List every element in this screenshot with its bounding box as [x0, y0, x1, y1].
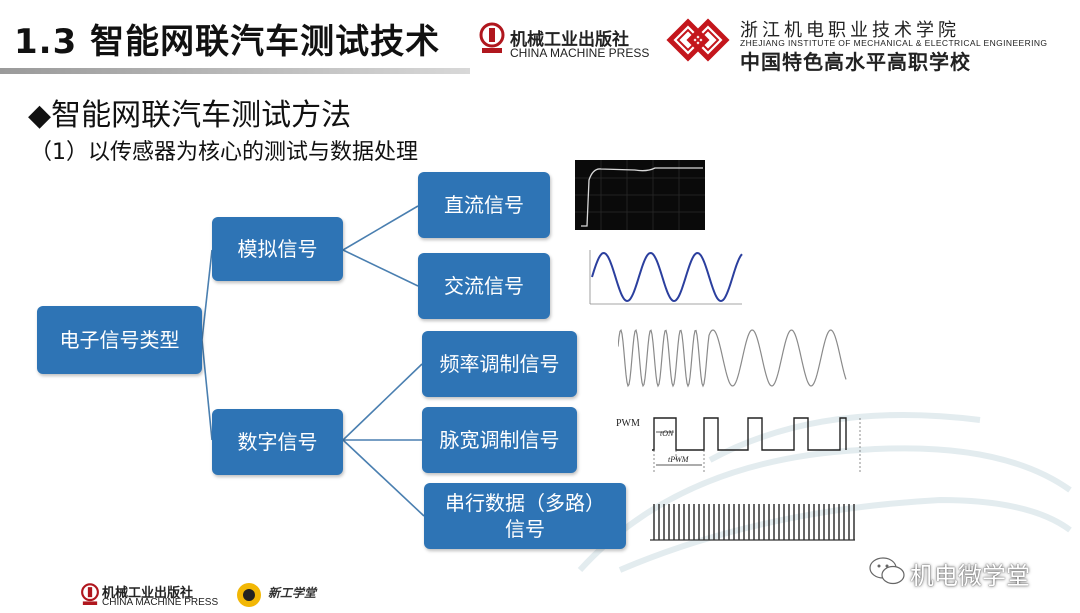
header-bar	[0, 0, 1080, 80]
press-name-cn: 机械工业出版社	[510, 30, 629, 50]
school-name-calligraphy: 浙江机电职业技术学院	[740, 20, 960, 41]
footer-press-logo-icon	[80, 582, 100, 612]
node-analog-signal: 模拟信号	[212, 217, 343, 281]
car-outline-background	[577, 412, 1072, 573]
section-heading: ◆智能网联汽车测试方法	[28, 98, 352, 133]
press-logo-icon	[478, 22, 506, 60]
node-serial-multiplex-signal: 串行数据（多路）信号	[424, 483, 626, 549]
title-underline	[0, 68, 470, 74]
connector-root-analog	[201, 249, 213, 341]
tpwm-label: tPWM	[668, 455, 690, 464]
pwm-label: PWM	[616, 418, 640, 429]
slide-title: 1.3 智能网联汽车测试技术	[14, 22, 441, 62]
footer-press-name-en: CHINA MACHINE PRESS	[102, 597, 219, 608]
press-name-en: CHINA MACHINE PRESS	[510, 46, 650, 60]
node-dc-signal: 直流信号	[418, 172, 550, 238]
connector-digital-serial	[342, 439, 425, 517]
connector-analog-ac	[342, 249, 419, 287]
node-pwm-signal: 脉宽调制信号	[422, 407, 577, 473]
connector-root-digital	[201, 339, 213, 441]
ac-waveform-thumbnail	[589, 250, 743, 305]
node-electronic-signal-types: 电子信号类型	[37, 306, 202, 374]
watermark-text: 机电微学堂	[910, 562, 1030, 590]
serial-data-waveform-thumbnail	[650, 504, 855, 541]
pwm-waveform-thumbnail: PWM tON tPWM	[616, 417, 861, 472]
footer-press-name-cn: 机械工业出版社	[102, 586, 194, 601]
wechat-icon	[868, 556, 906, 590]
connector-analog-dc	[342, 205, 419, 251]
footer-partner-logo-icon	[236, 582, 266, 612]
dc-waveform-thumbnail	[575, 160, 705, 230]
footer-partner-logo-text: 新工学堂	[268, 586, 317, 600]
school-logo-icon	[664, 16, 734, 68]
fm-waveform-thumbnail	[618, 328, 847, 388]
school-name-en: ZHEJIANG INSTITUTE OF MECHANICAL & ELECT…	[740, 38, 1048, 48]
sub-heading: （1）以传感器为核心的测试与数据处理	[30, 140, 418, 165]
ton-label: tON	[660, 429, 674, 438]
school-motto: 中国特色高水平高职学校	[740, 50, 971, 74]
node-fm-signal: 频率调制信号	[422, 331, 577, 397]
connector-digital-fm	[342, 363, 423, 441]
node-ac-signal: 交流信号	[418, 253, 550, 319]
node-digital-signal: 数字信号	[212, 409, 343, 475]
